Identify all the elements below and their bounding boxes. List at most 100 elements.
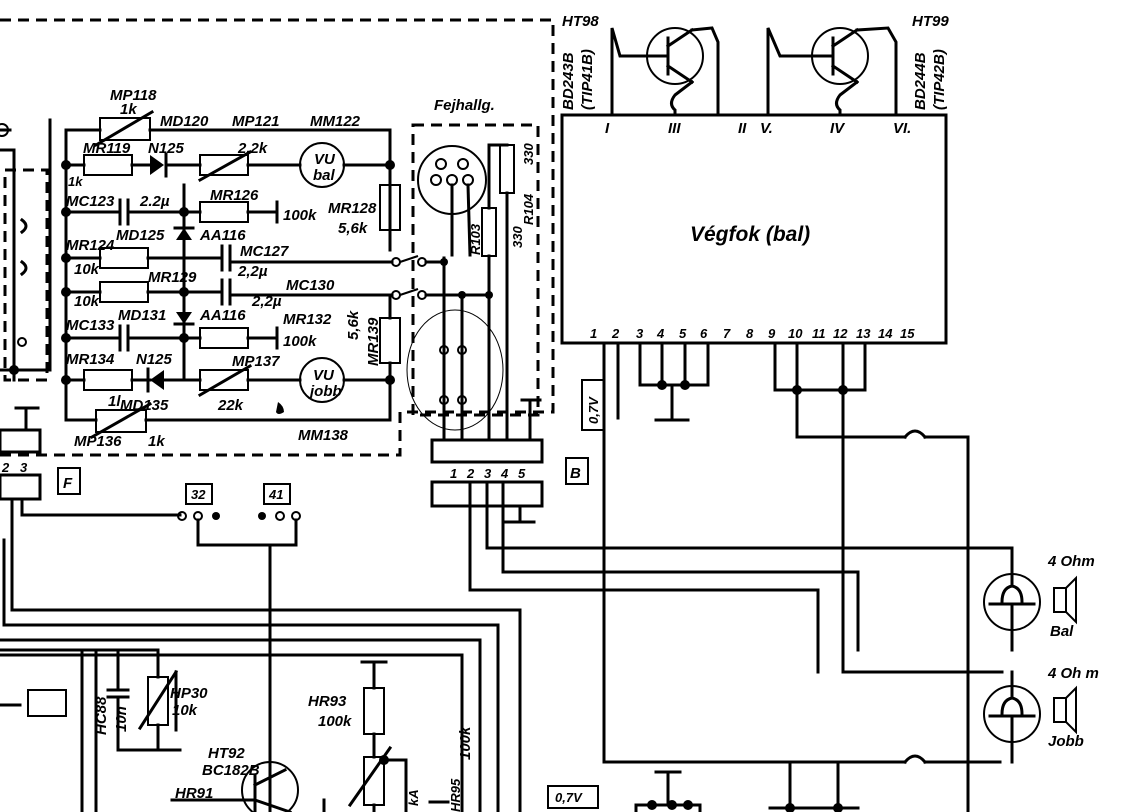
bottom-left-section: HC88 10n HP30 10k HT92 BC182B HR91 — [0, 648, 326, 812]
mr139-label: MR139 — [365, 317, 382, 366]
speaker-bal-impedance: 4 Ohm — [1047, 553, 1095, 570]
connectors-32-41: 32 41 — [177, 483, 301, 812]
mc123-label: MC123 — [66, 193, 115, 210]
ka-label: kA — [406, 789, 421, 806]
b-pin-2: 2 — [466, 466, 475, 481]
mc133-label: MC133 — [66, 317, 115, 334]
hc88-value: 10n — [113, 706, 130, 732]
n125a-label: N125 — [148, 140, 185, 157]
mr119-label: MR119 — [83, 140, 131, 157]
ht92-label: HT92 — [208, 745, 245, 762]
left-edge: 2 3 F — [0, 118, 522, 812]
mc127-label: MC127 — [240, 243, 289, 260]
hr95-label: HR95 — [448, 778, 463, 812]
voltage-labels: 0,7V 0,7V — [547, 379, 605, 809]
mr132-value: 100k — [283, 333, 317, 350]
r330a-label: 330 — [521, 143, 536, 165]
bpin-10: 10 — [788, 326, 803, 341]
bpin-11: 11 — [812, 326, 826, 341]
hp30-label: HP30 — [170, 685, 208, 702]
voltage-1: 0,7V — [586, 396, 601, 424]
mr124-label: MR124 — [66, 237, 115, 254]
vu-bal-sub: bal — [313, 167, 336, 184]
vu-jobb-label: VU — [313, 367, 335, 384]
pin-II: II — [738, 120, 747, 137]
pin-VI: VI. — [893, 120, 911, 137]
connector-41-label: 41 — [268, 487, 283, 502]
b-pin-5: 5 — [518, 466, 526, 481]
vu-bal-label: VU — [314, 151, 336, 168]
speaker-bal: 4 Ohm Bal — [983, 546, 1095, 652]
bpin-6: 6 — [700, 326, 708, 341]
transistor-ht99: HT99 BD244B (TIP42B) — [766, 13, 949, 117]
mp136-value: 1l — [108, 393, 121, 410]
ht98-alt-label: (TIP41B) — [579, 49, 596, 110]
ht98-part-label: BD243B — [560, 52, 577, 110]
mc123-value: 2.2µ — [139, 193, 170, 210]
bottom-grounds — [634, 760, 860, 812]
vu-network: MP118 1k MD120 MP121 MM122 MR119 N125 2.… — [0, 87, 491, 450]
headphone-label: Fejhallg. — [434, 97, 495, 114]
connector-b: 1 2 3 4 5 B — [430, 438, 1014, 674]
dashed-boundaries — [0, 18, 555, 457]
hr93-hr95-section: HR93 100k 100k HR95 kA — [308, 660, 474, 812]
left-pin-3: 3 — [20, 460, 28, 475]
mp121-value: 2.2k — [237, 140, 268, 157]
bpin-1: 1 — [590, 326, 597, 341]
hr95-value: 100k — [457, 726, 474, 760]
pin-IV: IV — [830, 120, 846, 137]
ht99-alt-label: (TIP42B) — [931, 49, 948, 110]
connector-32-label: 32 — [191, 487, 206, 502]
mm122-label: MM122 — [310, 113, 361, 130]
hr93-value: 100k — [318, 713, 352, 730]
r330b-label: 330 — [510, 226, 525, 248]
ht99-label: HT99 — [912, 13, 949, 30]
voltage-2: 0,7V — [555, 790, 583, 805]
output-stage-wiring — [602, 341, 1004, 812]
mp136-k: 1k — [148, 433, 165, 450]
mp137-label: MP137 — [232, 353, 280, 370]
b-pin-4: 4 — [500, 466, 509, 481]
pin-III: III — [668, 120, 681, 137]
connector-f-label: F — [63, 475, 73, 492]
bpin-12: 12 — [833, 326, 848, 341]
bpin-7: 7 — [723, 326, 731, 341]
speaker-bal-name: Bal — [1050, 623, 1074, 640]
bpin-15: 15 — [900, 326, 915, 341]
speaker-jobb-name: Jobb — [1048, 733, 1084, 750]
hr93-label: HR93 — [308, 693, 347, 710]
ht92-part: BC182B — [202, 762, 260, 779]
ht99-part-label: BD244B — [912, 52, 929, 110]
r103-label: R103 — [468, 223, 483, 255]
speaker-jobb: 4 Oh m Jobb — [983, 665, 1099, 764]
mc127-value: 2,2µ — [237, 263, 268, 280]
md131-label: MD131 — [118, 307, 166, 324]
mr124-value: 10k — [74, 261, 100, 278]
r104-label: R104 — [521, 193, 536, 225]
mp118-value: 1k — [120, 101, 137, 118]
pin-V: V. — [760, 120, 773, 137]
mr129-value: 10k — [74, 293, 100, 310]
mr139-value: 5,6k — [345, 310, 362, 340]
mr132-label: MR132 — [283, 311, 332, 328]
bpin-9: 9 — [768, 326, 776, 341]
b-pin-1: 1 — [450, 466, 457, 481]
hr91-label: HR91 — [175, 785, 213, 802]
transistor-ht98: HT98 BD243B (TIP41B) — [560, 13, 720, 117]
vu-jobb-sub: jobb — [308, 383, 342, 400]
ht98-label: HT98 — [562, 13, 599, 30]
mr128-label: MR128 — [328, 200, 377, 217]
mp137-value: 22k — [217, 397, 244, 414]
bpin-14: 14 — [878, 326, 893, 341]
bpin-3: 3 — [636, 326, 644, 341]
headphone-section: Fejhallg. R103 R104 330 330 — [406, 97, 542, 442]
n125b-label: N125 — [136, 351, 173, 368]
aa116a-label: AA116 — [199, 227, 246, 244]
bpin-5: 5 — [679, 326, 687, 341]
bpin-8: 8 — [746, 326, 754, 341]
mp136-label: MP136 — [74, 433, 122, 450]
mm138-label: MM138 — [298, 427, 349, 444]
mr129-label: MR129 — [148, 269, 197, 286]
mp118-label: MP118 — [110, 87, 157, 104]
